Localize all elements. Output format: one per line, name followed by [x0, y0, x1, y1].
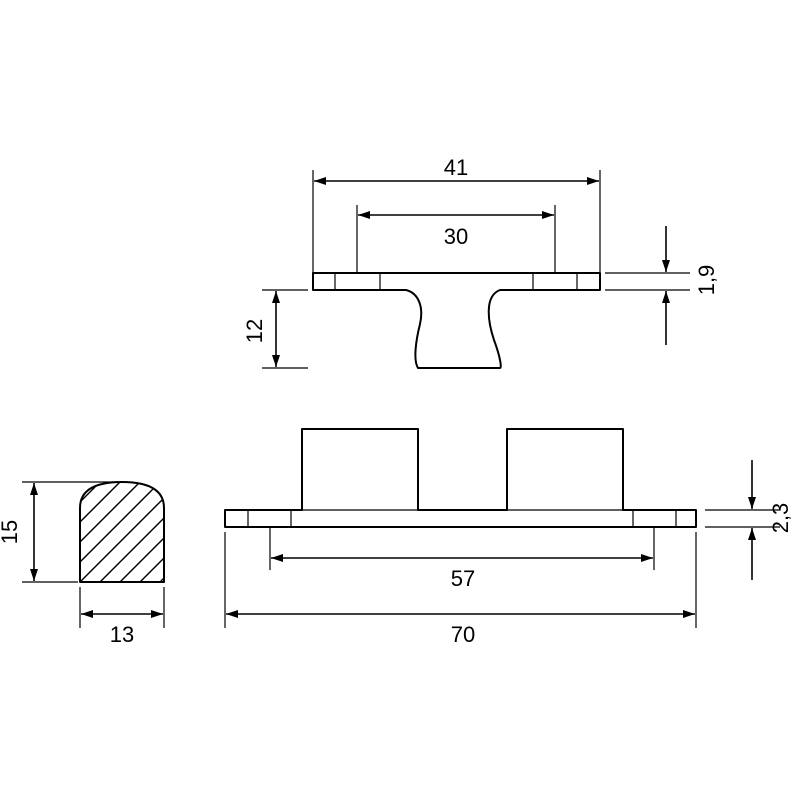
top-view-outline	[312, 272, 601, 369]
dimension-2-3-label: 2,3	[768, 503, 793, 534]
dimension-13-label: 13	[110, 622, 134, 647]
top-view: 41 30 1,9 12	[242, 155, 719, 369]
section-hatching	[80, 482, 164, 582]
section-outline	[79, 481, 165, 583]
front-view-outline	[224, 428, 697, 528]
dimension-41-label: 41	[444, 155, 468, 180]
dimension-30-label: 30	[444, 224, 468, 249]
dimension-57-label: 57	[451, 566, 475, 591]
cross-section: 15 13	[0, 481, 165, 647]
front-view: 57 70 2,3	[224, 428, 793, 647]
dimension-15-label: 15	[0, 520, 22, 544]
dimension-12-label: 12	[242, 319, 267, 343]
dimension-70-label: 70	[451, 622, 475, 647]
dimension-1-9-label: 1,9	[694, 265, 719, 296]
